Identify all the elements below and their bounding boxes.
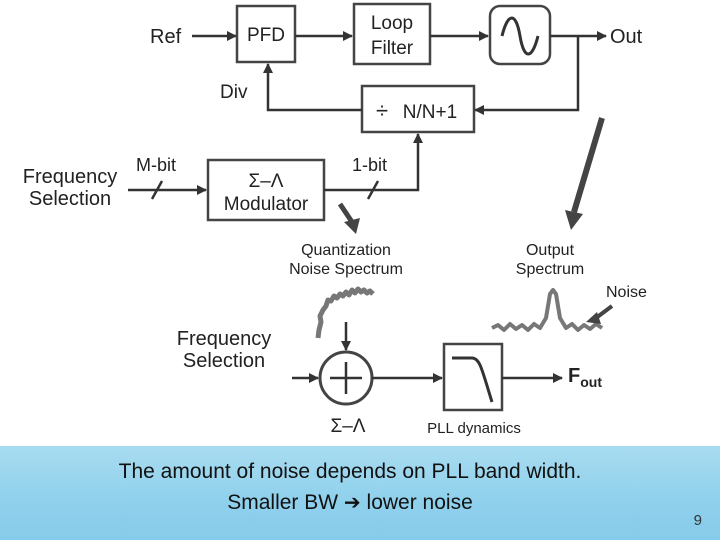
modulator-label-1: Σ–Λ <box>248 171 283 192</box>
freq-selection-bottom-2: Selection <box>183 350 265 372</box>
loop-filter-label-1: Loop <box>371 13 413 34</box>
freq-selection-top-2: Selection <box>29 188 111 210</box>
modulator-block <box>206 158 326 222</box>
noise-pointer-head <box>586 312 601 324</box>
output-pointer <box>571 117 605 213</box>
pfd-label: PFD <box>247 25 285 46</box>
caption-banner: The amount of noise depends on PLL band … <box>0 446 720 540</box>
m-bit-slash <box>150 180 164 200</box>
output-spectrum-label-2: Spectrum <box>516 261 584 278</box>
quantization-noise-label-1: Quantization <box>301 242 391 259</box>
divider-block <box>360 84 476 134</box>
output-spectrum-label-1: Output <box>526 242 575 259</box>
one-bit-label: 1-bit <box>352 155 387 175</box>
sigma-delta-label: Σ–Λ <box>330 416 365 437</box>
pll-dynamics-block <box>442 342 504 412</box>
fout-label: Fout <box>568 365 602 390</box>
noise-label: Noise <box>606 284 647 301</box>
m-bit-label: M-bit <box>136 155 176 175</box>
caption-line-1: The amount of noise depends on PLL band … <box>118 460 582 483</box>
pll-diagram: Ref PFD Loop Filter Out ÷ N/N+1 Div Freq… <box>23 2 647 437</box>
loop-filter-block <box>352 2 432 66</box>
noise-pointer <box>594 304 614 320</box>
feedback-line-out <box>474 36 580 115</box>
output-spectrum <box>491 288 604 332</box>
caption-line-2-start: Smaller BW <box>227 491 339 514</box>
freq-selection-bottom-1: Frequency <box>177 328 272 350</box>
ref-label: Ref <box>150 26 182 48</box>
caption-line-2-end: lower noise <box>366 491 473 514</box>
out-label: Out <box>610 26 643 48</box>
caption-line-2: Smaller BW ➔ lower noise <box>0 490 700 515</box>
output-pointer-head <box>565 210 583 230</box>
freq-selection-top-1: Frequency <box>23 166 118 188</box>
feedback-line-div <box>263 63 362 112</box>
div-label: Div <box>220 82 248 103</box>
quantization-noise-spectrum <box>315 286 375 339</box>
loop-filter-label-2: Filter <box>371 38 414 59</box>
lowpass-icon <box>452 356 494 403</box>
modulator-to-divider <box>324 133 423 192</box>
pfd-block <box>235 4 297 64</box>
page-number: 9 <box>693 512 702 529</box>
right-arrow-icon: ➔ <box>343 490 361 514</box>
divider-label: N/N+1 <box>403 102 457 123</box>
one-bit-slash <box>366 180 380 200</box>
pll-dynamics-label: PLL dynamics <box>427 420 521 437</box>
sine-wave-icon <box>500 16 540 56</box>
quantization-pointer-head <box>344 218 360 234</box>
modulator-label-2: Modulator <box>224 194 309 215</box>
quantization-pointer <box>337 202 355 224</box>
quantization-noise-label-2: Noise Spectrum <box>289 261 403 278</box>
divide-icon: ÷ <box>376 98 388 123</box>
